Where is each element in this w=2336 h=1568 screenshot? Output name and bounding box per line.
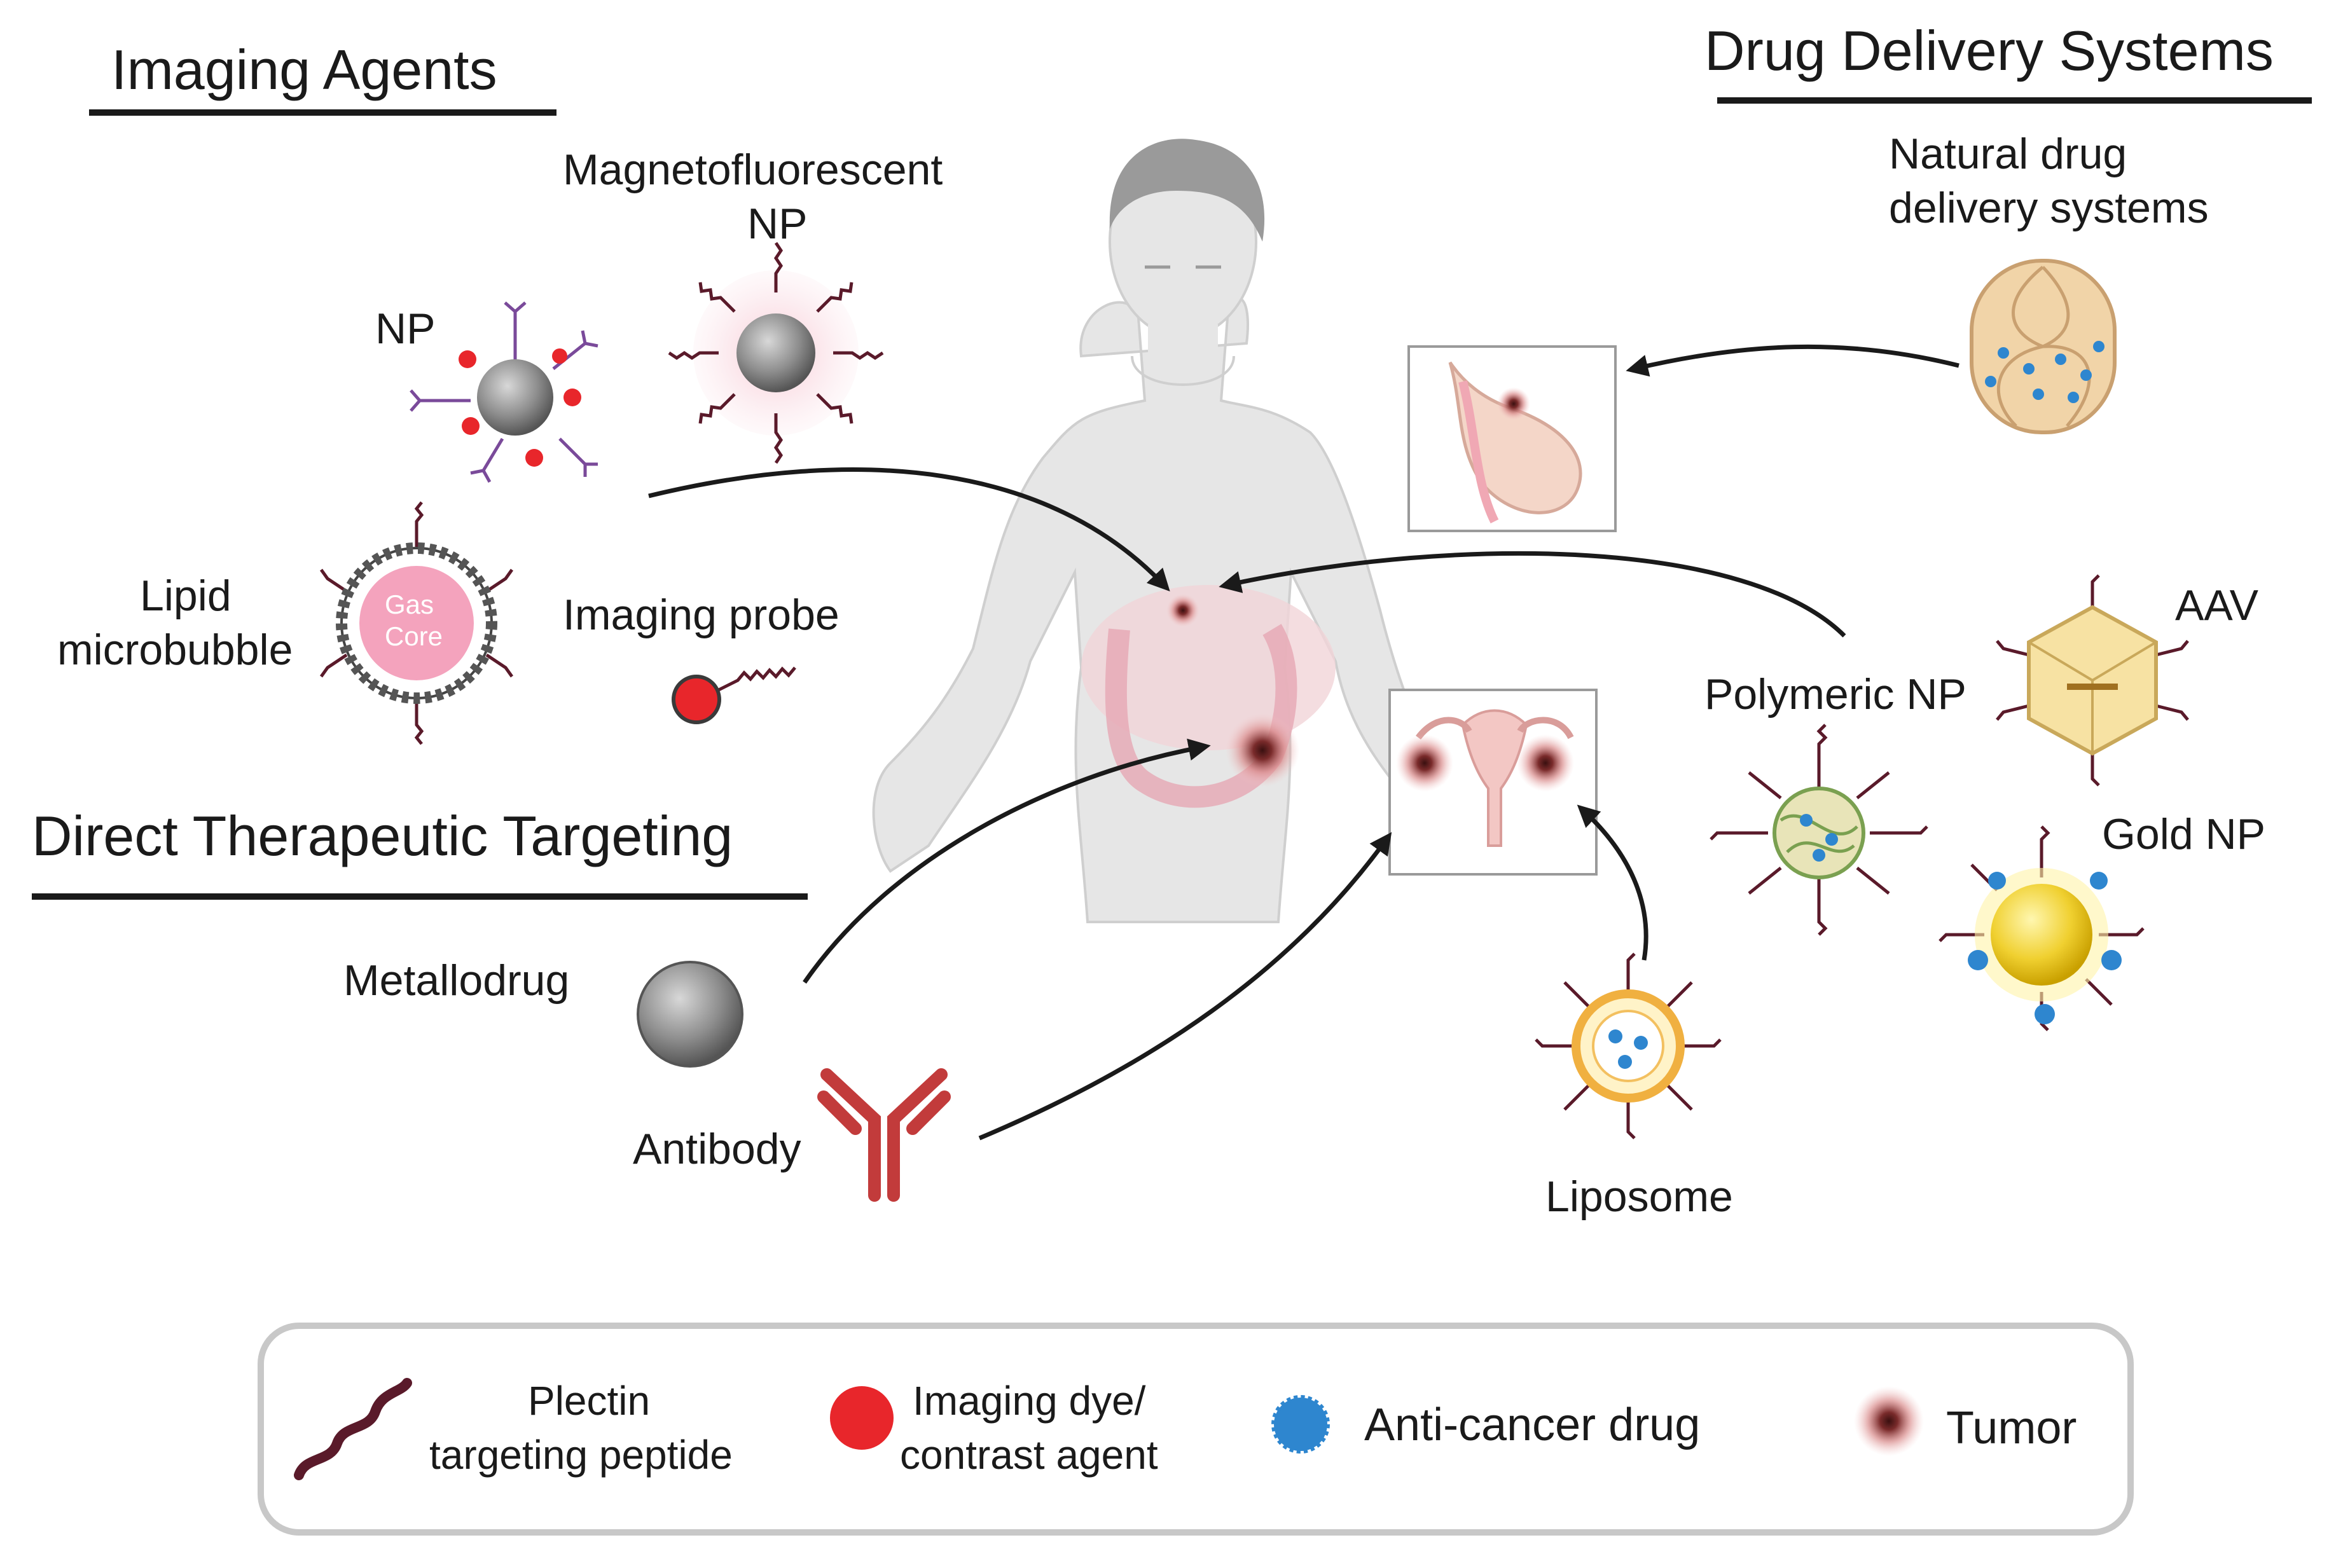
svg-text:AAV: AAV (2175, 581, 2259, 629)
svg-text:Metallodrug: Metallodrug (343, 956, 569, 1005)
anti-cancer-drug-icon (1271, 1395, 1330, 1454)
svg-text:Core: Core (385, 621, 443, 651)
delivery-arrows (648, 344, 1959, 1141)
svg-text:Liposome: Liposome (1545, 1173, 1733, 1221)
natural-drug-delivery-system: Natural drug delivery systems (1889, 130, 2209, 434)
svg-text:Gas: Gas (385, 589, 434, 619)
arrow-metallodrug-to-colon (803, 738, 1211, 984)
svg-text:Antibody: Antibody (633, 1125, 801, 1173)
legend-box: Plectin targeting peptide Imaging dye/ c… (258, 1323, 2134, 1536)
svg-text:Gold NP: Gold NP (2102, 810, 2265, 858)
svg-text:Imaging probe: Imaging probe (563, 591, 840, 639)
svg-text:Natural drug: Natural drug (1889, 130, 2127, 178)
aav-capsid: AAV (1996, 574, 2259, 787)
svg-text:Direct Therapeutic Targeting: Direct Therapeutic Targeting (32, 804, 733, 867)
svg-text:Tumor: Tumor (1946, 1403, 2077, 1454)
legend-peptide-item: Plectin targeting peptide (294, 1378, 733, 1480)
svg-text:Magnetofluorescent: Magnetofluorescent (563, 146, 943, 194)
metallodrug: Metallodrug (343, 956, 743, 1068)
breast-tumor-icon (1497, 387, 1530, 420)
arrow-imaging-to-stomach (648, 467, 1170, 592)
legend-drug-item: Anti-cancer drug (1271, 1395, 1700, 1454)
imaging-agents-heading: Imaging Agents (89, 38, 556, 116)
breast-tumor-inset (1407, 345, 1617, 532)
tumor-icon (1854, 1386, 1924, 1456)
lipid-microbubble: Lipid microbubble Gas Core (57, 501, 514, 745)
svg-text:contrast agent: contrast agent (900, 1432, 1158, 1478)
np-imaging-agent: NP (375, 301, 598, 483)
svg-text:Anti-cancer drug: Anti-cancer drug (1364, 1400, 1700, 1450)
gold-np: Gold NP (1939, 810, 2265, 1031)
ovary-tumor-inset (1388, 689, 1598, 876)
polymeric-np: Polymeric NP (1704, 670, 1966, 936)
arrow-polymeric-to-stomach (1219, 551, 1846, 638)
svg-text:targeting peptide: targeting peptide (429, 1432, 733, 1478)
svg-text:Imaging dye/: Imaging dye/ (913, 1378, 1146, 1424)
liposome: Liposome (1535, 952, 1733, 1221)
svg-text:Imaging Agents: Imaging Agents (111, 38, 497, 101)
legend-dye-item: Imaging dye/ contrast agent (830, 1378, 1158, 1478)
svg-text:Plectin: Plectin (528, 1378, 650, 1424)
stomach-tumor-icon (1166, 594, 1199, 627)
svg-text:Drug Delivery Systems: Drug Delivery Systems (1704, 19, 2274, 82)
svg-text:Lipid: Lipid (140, 572, 232, 620)
drug-delivery-heading: Drug Delivery Systems (1704, 19, 2312, 104)
direct-targeting-heading: Direct Therapeutic Targeting (32, 804, 808, 900)
imaging-dye-icon (830, 1386, 894, 1450)
arrow-liposome-to-ovary (1577, 804, 1648, 961)
svg-text:Polymeric NP: Polymeric NP (1704, 670, 1966, 719)
arrow-natural-to-breast (1626, 344, 1959, 377)
svg-text:NP: NP (747, 200, 807, 248)
magnetofluorescent-np: Magnetofluorescent NP (563, 146, 943, 464)
colon-tumor-icon (1226, 713, 1299, 787)
svg-text:NP: NP (375, 305, 435, 353)
svg-text:microbubble: microbubble (57, 626, 293, 674)
antibody-icon: Antibody (633, 1068, 951, 1202)
imaging-probe: Imaging probe (563, 591, 840, 724)
arrow-antibody-to-ovary (978, 832, 1392, 1141)
human-body-figure (872, 139, 1452, 923)
peptide-icon (294, 1378, 412, 1480)
legend-tumor-item: Tumor (1854, 1386, 2077, 1456)
ovary-right-tumor-icon (1517, 734, 1574, 792)
svg-text:delivery systems: delivery systems (1889, 184, 2209, 232)
ovary-left-tumor-icon (1396, 734, 1453, 792)
